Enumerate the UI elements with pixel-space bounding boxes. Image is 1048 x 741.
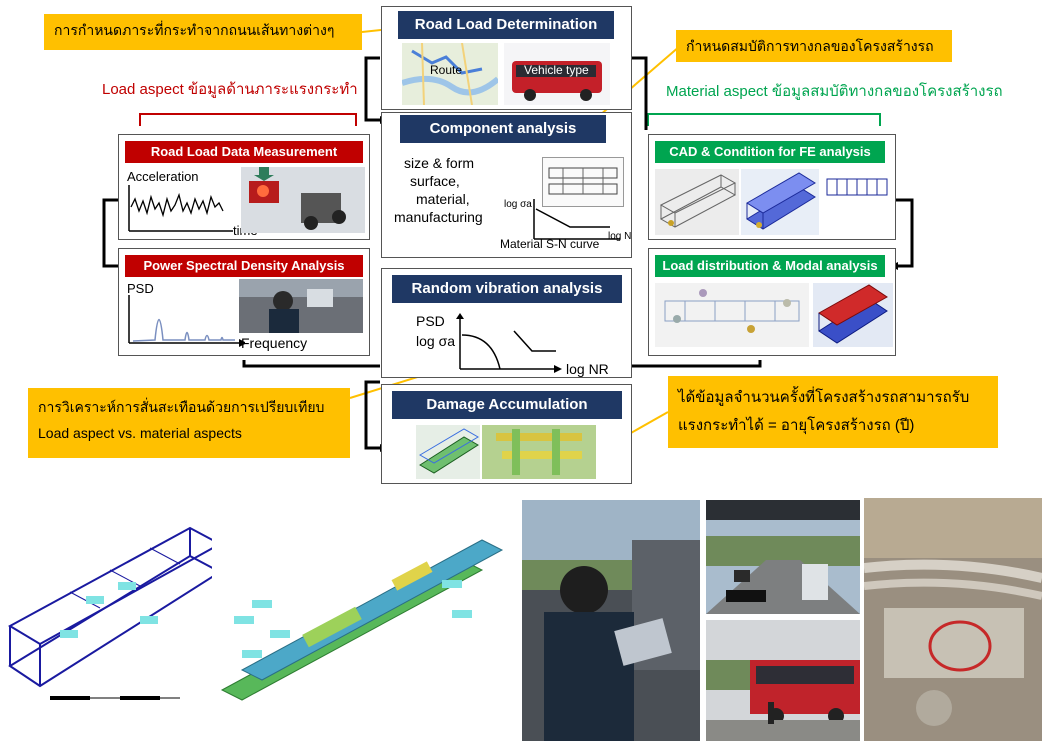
vehicle-type-label: Vehicle type (524, 63, 589, 77)
callout-life-2: แรงกระทำได้ = อายุโครงสร้างรถ (ปี) (678, 417, 915, 434)
component-box: Component analysis size & form surface, … (381, 112, 632, 258)
sn-caption: Material S-N curve (500, 237, 600, 251)
component-desc-1: size & form (404, 155, 475, 171)
callout-structure-props-text: กำหนดสมบัติการทางกลของโครงสร้างรถ (686, 38, 934, 54)
sn-xlabel: log N (608, 231, 632, 242)
random-vib-box: Random vibration analysis PSD log σa log… (381, 268, 632, 378)
component-title: Component analysis (400, 115, 606, 143)
modal-image-load (655, 283, 809, 347)
component-desc-4: manufacturing (394, 209, 483, 225)
bus-fe-model-image (0, 526, 226, 720)
road-load-box: Road Load Determination Route Vehicle ty… (381, 6, 632, 110)
cad-image-fe (741, 169, 819, 235)
cad-title: CAD & Condition for FE analysis (655, 141, 885, 163)
route-label: Route (430, 63, 463, 77)
measurement-photo (241, 167, 365, 233)
component-desc-2: surface, (410, 173, 460, 189)
sn-ylabel: log σa (504, 199, 532, 210)
acceleration-graph (128, 185, 233, 232)
cad-image-wireframe (655, 169, 739, 235)
material-aspect-label: Material aspect ข้อมูลสมบัติทางกลของโครง… (666, 83, 1003, 100)
highway-photo (706, 500, 860, 614)
road-load-title: Road Load Determination (398, 11, 614, 39)
vehicle-image (504, 43, 610, 105)
red-bus-photo (706, 620, 860, 741)
cad-image-side (823, 171, 891, 205)
callout-random-vib-en: Load aspect vs. material aspects (38, 425, 242, 441)
load-aspect-label: Load aspect ข้อมูลด้านภาระแรงกระทำ (102, 81, 358, 98)
callout-random-vib: การวิเคราะห์การสั่นสะเทือนด้วยการเปรียบเ… (28, 388, 350, 458)
random-sigma-label: log σa (416, 333, 455, 349)
psd-title: Power Spectral Density Analysis (125, 255, 363, 277)
modal-image-fe (813, 283, 893, 347)
frequency-label: Frequency (241, 335, 308, 351)
chassis-fe-model-image (212, 520, 512, 720)
callout-structure-props: กำหนดสมบัติการทางกลของโครงสร้างรถ (676, 30, 952, 62)
component-drawing (542, 157, 624, 207)
engineer-tablet-photo (522, 500, 700, 741)
modal-title: Load distribution & Modal analysis (655, 255, 885, 277)
damage-image-2 (482, 425, 596, 479)
route-map-image (402, 43, 498, 105)
psd-graph (128, 295, 245, 347)
damage-box: Damage Accumulation (381, 384, 632, 484)
modal-box: Load distribution & Modal analysis (648, 248, 896, 356)
random-psd-label: PSD (416, 313, 445, 329)
psd-box: Power Spectral Density Analysis PSD Freq… (118, 248, 370, 356)
callout-road-load-text: การกำหนดภาระที่กระทำจากถนนเส้นทางต่างๆ (54, 22, 335, 38)
sn-curve-graph (533, 199, 620, 240)
random-vib-graph (456, 313, 562, 373)
callout-life: ได้ข้อมูลจำนวนครั้งที่โครงสร้างรถสามารถร… (668, 376, 998, 448)
damage-image-1 (416, 425, 480, 479)
psd-photo (239, 279, 363, 333)
measurement-box: Road Load Data Measurement Acceleration … (118, 134, 370, 240)
cad-box: CAD & Condition for FE analysis (648, 134, 896, 240)
acceleration-label: Acceleration (127, 169, 199, 184)
callout-road-load: การกำหนดภาระที่กระทำจากถนนเส้นทางต่างๆ (44, 14, 362, 50)
callout-life-1: ได้ข้อมูลจำนวนครั้งที่โครงสร้างรถสามารถร… (678, 389, 970, 406)
damage-title: Damage Accumulation (392, 391, 622, 419)
psd-ylabel: PSD (127, 281, 154, 296)
random-vib-title: Random vibration analysis (392, 275, 622, 303)
callout-random-vib-th: การวิเคราะห์การสั่นสะเทือนด้วยการเปรียบเ… (38, 399, 325, 415)
component-desc-3: material, (416, 191, 470, 207)
chassis-crack-photo (864, 498, 1042, 741)
random-xlabel: log NR (566, 361, 609, 377)
measurement-title: Road Load Data Measurement (125, 141, 363, 163)
